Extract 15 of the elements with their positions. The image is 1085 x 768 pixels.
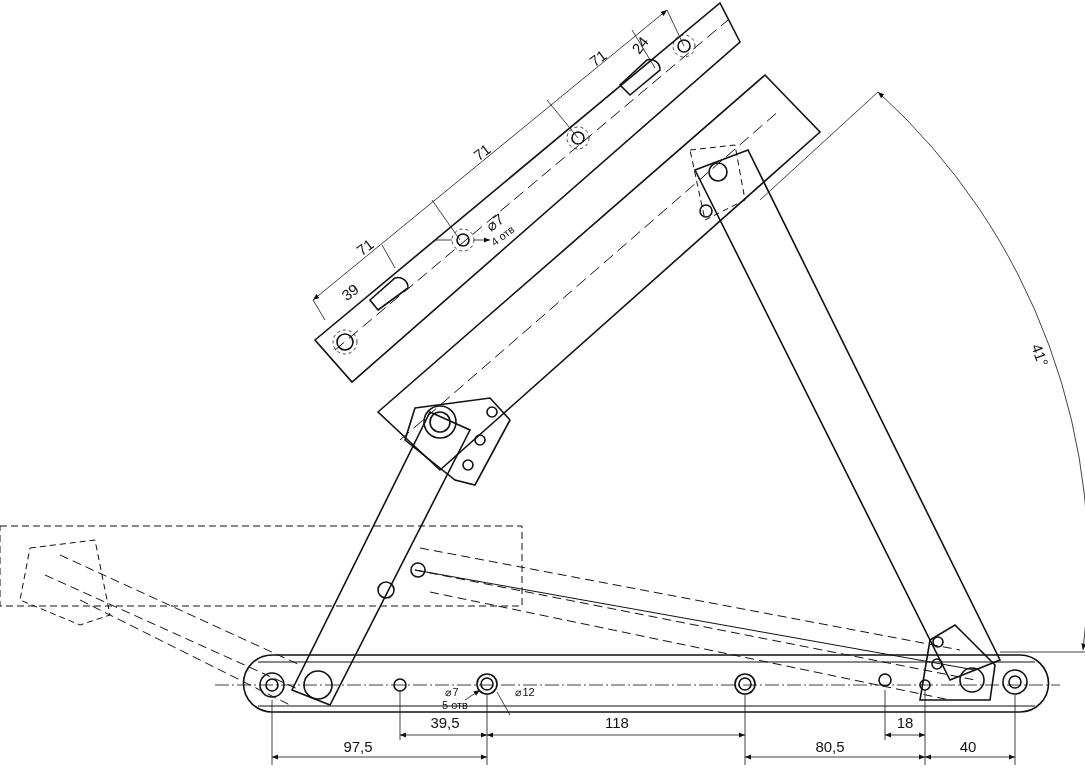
dimension-label: 71 — [353, 236, 377, 258]
dimension-label: 24 — [628, 33, 652, 57]
dimension-label: 5 отв — [442, 699, 468, 711]
dimension-label: 39 — [338, 281, 362, 303]
dimension-label: 71 — [470, 141, 494, 163]
dimension-label: 97,5 — [343, 738, 373, 754]
dimension-label: 41° — [1029, 341, 1051, 369]
dimension-label: 118 — [605, 714, 629, 730]
dimension-label: 39,5 — [430, 714, 460, 730]
dimension-label: 80,5 — [815, 738, 845, 754]
dimension-label: ⌀12 — [515, 686, 535, 698]
dimension-label: ⌀7 — [445, 686, 459, 698]
dimension-label: 40 — [959, 738, 977, 754]
dimension-label: 71 — [586, 47, 610, 69]
dimension-label: 18 — [896, 714, 914, 730]
